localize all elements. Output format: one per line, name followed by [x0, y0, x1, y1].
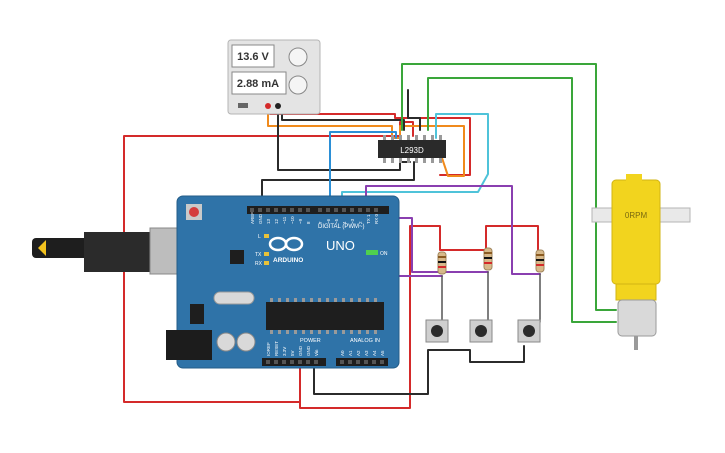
terminal-negative[interactable]	[275, 103, 281, 109]
on-label: ON	[380, 251, 388, 257]
usb-controller-chip	[230, 250, 244, 264]
motor-shaft	[634, 336, 638, 350]
pin-label: A5	[380, 350, 385, 356]
crystal	[213, 291, 255, 305]
wire-blue[interactable]	[329, 131, 397, 209]
pin-label: ~11	[282, 216, 287, 224]
pushbutton-3[interactable]	[517, 319, 541, 343]
wire-black-buttons[interactable]	[313, 345, 525, 395]
digital-header-label: DIGITAL (PWM~)	[318, 224, 365, 230]
wire-black-psu[interactable]	[277, 105, 411, 171]
capacitor-2	[236, 332, 256, 352]
pin-label: A0	[340, 350, 345, 356]
usb-port	[149, 227, 181, 275]
l293d-chip[interactable]: L293D	[378, 135, 446, 163]
pin-label: A2	[356, 350, 361, 356]
pushbutton-2[interactable]	[469, 319, 493, 343]
voltage-knob[interactable]	[288, 47, 308, 67]
wire-orange[interactable]	[267, 105, 465, 177]
pin-label: RESET	[274, 341, 279, 356]
wire-black-chip-gnd[interactable]	[407, 89, 421, 131]
led-l	[264, 234, 269, 238]
wire-green-2[interactable]	[427, 77, 617, 323]
pin-label: 13	[266, 218, 271, 224]
pin-label: IOREF	[266, 342, 271, 356]
led-rx	[264, 261, 269, 265]
pin-label: TX 1	[366, 214, 371, 224]
terminal-positive[interactable]	[265, 103, 271, 109]
resistor-3[interactable]	[535, 249, 545, 273]
pin-label: ~3	[350, 218, 355, 224]
pin-label: A3	[364, 350, 369, 356]
pin-label: A4	[372, 350, 377, 356]
resistor-2[interactable]	[483, 247, 493, 271]
pin-label: A1	[348, 350, 353, 356]
resistor-1[interactable]	[437, 251, 447, 275]
pin-label: 5V	[290, 350, 295, 356]
power-label: POWER	[300, 338, 321, 344]
wire-black-gnd[interactable]	[261, 161, 415, 207]
led-rx-label: RX	[255, 261, 263, 267]
pin-label: GND	[306, 345, 311, 356]
power-supply[interactable]: 13.6 V 2.88 mA	[227, 39, 321, 115]
analog-header	[336, 358, 388, 366]
pin-label: GND	[258, 213, 263, 224]
pin-label: 12	[274, 218, 279, 224]
pin-label: ~10	[290, 216, 295, 224]
power-switch[interactable]	[238, 103, 248, 108]
pin-label: ~5	[334, 218, 339, 224]
pin-label: Vin	[314, 349, 319, 356]
analog-label: ANALOG IN	[350, 338, 380, 344]
pin-label: AREF	[250, 212, 255, 224]
pin-label: 2	[358, 221, 363, 224]
led-l-label: L	[258, 234, 261, 240]
atmega-chip	[266, 302, 384, 330]
usb-plug-icon	[38, 240, 46, 256]
logo-text: ARDUINO	[273, 257, 303, 264]
wire-cyan[interactable]	[341, 113, 489, 207]
pin-label: GND	[298, 345, 303, 356]
board-model: UNO	[326, 238, 355, 253]
wire-red-5v[interactable]	[123, 121, 414, 403]
pin-label: 4	[342, 221, 347, 224]
current-readout: 2.88 mA	[237, 78, 279, 90]
pin-label: RX 0	[374, 213, 379, 224]
pin-label: 8	[306, 221, 311, 224]
wire-green-1[interactable]	[401, 63, 617, 311]
led-tx	[264, 252, 269, 256]
current-knob[interactable]	[288, 75, 308, 95]
usb-cable	[32, 238, 92, 258]
pin-label: ~6	[326, 218, 331, 224]
led-on	[366, 250, 378, 255]
dc-power-jack	[166, 330, 212, 360]
arduino-logo: ARDUINO	[268, 236, 303, 264]
motor-speed: 0RPM	[625, 211, 648, 220]
reset-button[interactable]	[189, 207, 199, 217]
dc-motor[interactable]: 0RPM	[591, 174, 691, 350]
pin-label: 3.3V	[282, 347, 287, 356]
voltage-regulator	[190, 304, 204, 324]
voltage-readout: 13.6 V	[237, 51, 269, 63]
led-tx-label: TX	[255, 252, 262, 258]
chip-label: L293D	[400, 146, 424, 155]
capacitor-1	[216, 332, 236, 352]
pushbutton-1[interactable]	[425, 319, 449, 343]
pin-label: 7	[318, 221, 323, 224]
pin-label: ~9	[298, 218, 303, 224]
